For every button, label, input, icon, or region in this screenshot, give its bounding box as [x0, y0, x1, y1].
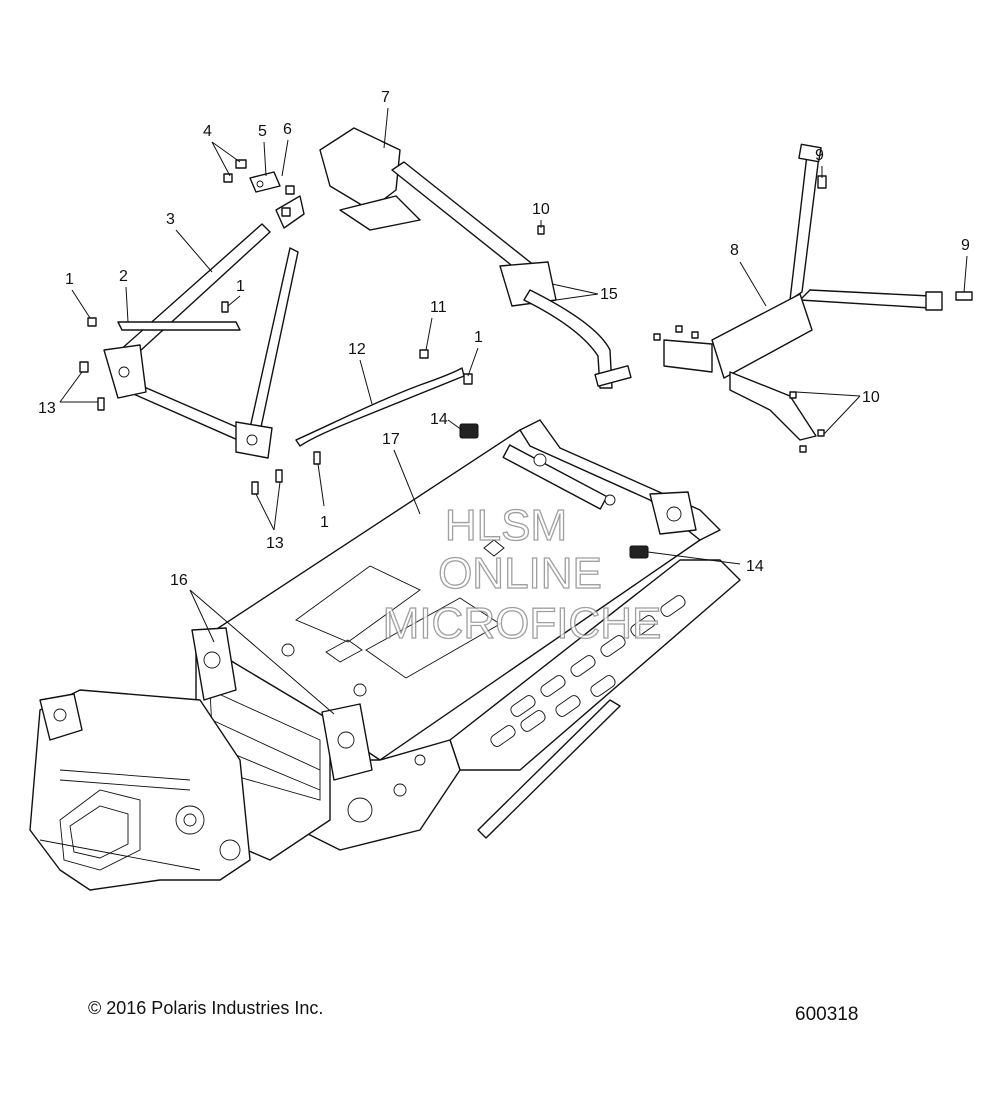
- front-frame: [29, 689, 251, 891]
- callout-13-left: 13: [38, 400, 56, 417]
- bolt-9b: [955, 291, 973, 301]
- front-frame-cutout: [59, 789, 141, 871]
- callout-12: 12: [348, 341, 366, 358]
- callout-10-top: 10: [532, 201, 550, 218]
- tunnel-panel: [295, 565, 421, 643]
- watermark-line-1: HLSM: [445, 501, 567, 550]
- front-brace-assembly: [79, 223, 299, 495]
- rail-bracket-7: [319, 127, 401, 211]
- rail-loop: [339, 195, 421, 231]
- rail-assembly-7: [319, 127, 632, 389]
- fastener: [275, 469, 283, 483]
- running-board-cutouts: [490, 595, 686, 747]
- fastener: [251, 481, 259, 495]
- fastener: [313, 451, 321, 465]
- rear-tube-side: [799, 289, 931, 309]
- fastener-11: [419, 349, 429, 359]
- tunnel-panel: [365, 597, 501, 679]
- callout-7: 7: [381, 89, 390, 106]
- tunnel-panel-small: [325, 639, 363, 663]
- fastener: [463, 373, 473, 385]
- bumper-14-side: [629, 545, 649, 559]
- rear-assembly-8: [653, 143, 973, 453]
- brace-12: [295, 367, 465, 447]
- callout-4: 4: [203, 123, 212, 140]
- callout-17: 17: [382, 431, 400, 448]
- rear-lower-arm: [729, 371, 817, 441]
- fastener: [221, 301, 229, 313]
- fastener: [87, 317, 97, 327]
- callout-2: 2: [119, 268, 128, 285]
- callout-13-lower: 13: [266, 535, 284, 552]
- chassis-17: [29, 419, 741, 891]
- fastener: [97, 397, 105, 411]
- callout-6: 6: [283, 121, 292, 138]
- figure-number: 600318: [795, 1004, 859, 1025]
- callouts: 7 4 5 6 9 10 3 9 8 2 1 1 15: [38, 89, 970, 715]
- watermark: HLSM ONLINE MICROFICHE: [382, 500, 662, 648]
- callout-5: 5: [258, 123, 267, 140]
- brace-tube-3: [117, 223, 271, 363]
- callout-9-top: 9: [815, 147, 824, 164]
- callout-11: 11: [430, 299, 447, 316]
- tunnel-marker: [483, 539, 505, 557]
- fastener: [79, 361, 89, 373]
- watermark-line-3: MICROFICHE: [383, 599, 662, 648]
- copyright-notice: © 2016 Polaris Industries Inc.: [88, 998, 324, 1018]
- watermark-line-2: ONLINE: [438, 549, 602, 598]
- callout-1-lower: 1: [320, 514, 329, 531]
- rear-crossbar: [502, 444, 608, 510]
- callout-14-right: 14: [746, 558, 764, 575]
- callout-8: 8: [730, 242, 739, 259]
- brace-rod-2: [117, 321, 241, 331]
- brace-tube-diagonal: [249, 247, 299, 433]
- callout-9-right: 9: [961, 237, 970, 254]
- rail-foot: [594, 365, 632, 387]
- callout-14-top: 14: [430, 411, 448, 428]
- callout-3: 3: [166, 211, 175, 228]
- callout-1-mid: 1: [236, 278, 245, 295]
- callout-15: 15: [600, 286, 618, 303]
- front-frame-inner: [69, 805, 129, 859]
- rear-crossmember-8: [711, 293, 813, 379]
- callout-1-left: 1: [65, 271, 74, 288]
- bumper-14-top: [459, 423, 479, 439]
- rear-left-bracket: [663, 339, 713, 373]
- rear-tube-upper: [789, 145, 821, 301]
- callout-16: 16: [170, 572, 188, 589]
- callout-1-right: 1: [474, 329, 483, 346]
- side-skid-bar: [477, 699, 621, 839]
- hardware-4-5-6: [223, 159, 305, 229]
- callout-10-right: 10: [862, 389, 880, 406]
